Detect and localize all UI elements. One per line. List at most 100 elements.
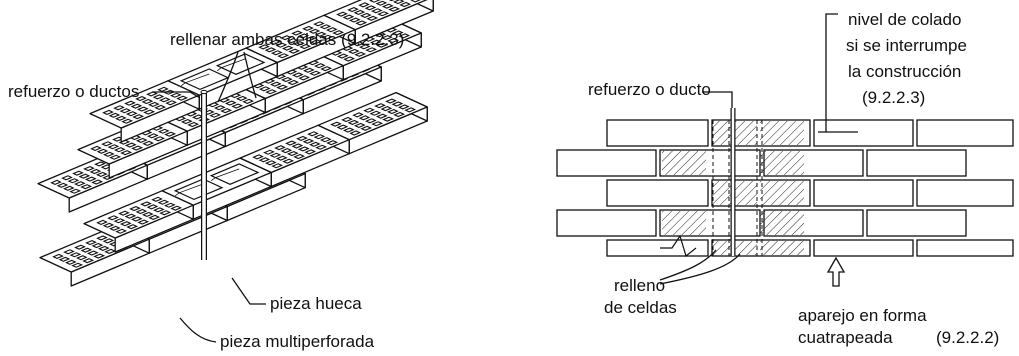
right-wall-elevation <box>556 108 1014 287</box>
multiperforated-block <box>245 14 356 78</box>
grouted-cell <box>760 181 804 205</box>
perforation-hole <box>96 235 108 241</box>
perforation-hole <box>319 24 332 30</box>
grouted-cell <box>760 121 804 145</box>
leader-reinforcement <box>152 91 201 99</box>
left-wall-isometric <box>37 0 434 287</box>
perforation-hole <box>125 111 138 117</box>
perforation-hole <box>271 163 284 169</box>
perforation-hole <box>101 141 113 147</box>
leader-pour-level <box>825 13 838 132</box>
perforation-hole <box>137 219 150 225</box>
grouted-cell <box>662 151 706 175</box>
perforation-hole <box>124 100 136 106</box>
brick-unit <box>813 179 914 207</box>
brick-unit <box>606 119 709 147</box>
perforation-hole <box>62 185 75 191</box>
perforation-hole <box>265 89 278 95</box>
perforation-hole <box>140 201 152 207</box>
label-reinforcement-ducts: refuerzo o ductos <box>8 82 140 101</box>
perforation-hole <box>388 6 401 12</box>
perforation-hole <box>80 184 93 190</box>
perforation-hole <box>119 108 132 114</box>
perforation-hole <box>74 244 86 250</box>
perforation-hole <box>89 168 102 175</box>
perforation-hole <box>235 95 248 102</box>
perforation-hole <box>146 133 159 139</box>
perforation-hole <box>124 213 137 219</box>
perforation-hole <box>148 214 161 220</box>
perforation-hole <box>293 153 306 160</box>
perforation-hole <box>391 30 404 36</box>
perforation-hole <box>118 210 130 216</box>
hollow-block <box>167 47 278 110</box>
perforation-hole <box>96 148 109 154</box>
perforation-hole <box>258 44 270 50</box>
perforation-hole <box>399 1 412 8</box>
perforation-hole <box>310 39 323 45</box>
perforation-hole <box>366 15 379 21</box>
perforation-hole <box>385 98 397 104</box>
brick-unit <box>916 179 1014 207</box>
perforation-hole <box>113 105 125 111</box>
perforation-hole <box>165 100 178 106</box>
perforation-hole <box>263 149 275 155</box>
perforation-hole <box>382 116 395 122</box>
perforation-hole <box>277 53 290 59</box>
perforation-hole <box>95 171 108 178</box>
perforation-hole <box>164 131 177 137</box>
brick-unit <box>606 239 709 257</box>
perforation-hole <box>291 30 303 36</box>
perforation-hole <box>80 247 93 253</box>
brick-unit <box>813 119 914 147</box>
perforation-hole <box>321 34 334 40</box>
perforation-hole <box>297 146 310 152</box>
perforation-hole <box>141 98 154 105</box>
perforation-hole <box>326 140 339 146</box>
label-bond-ref: (9.2.2.2) <box>936 328 1000 347</box>
perforation-hole <box>332 30 345 36</box>
perforation-hole <box>320 66 333 72</box>
perforation-hole <box>115 228 128 234</box>
perforation-hole <box>374 103 386 109</box>
bar-end <box>200 89 208 95</box>
perforation-hole <box>242 98 255 104</box>
perforation-hole <box>274 145 286 151</box>
perforation-hole <box>50 179 62 186</box>
perforation-hole <box>296 135 308 142</box>
perforation-hole <box>64 259 77 265</box>
leader-hollow <box>231 277 266 305</box>
perforation-hole <box>159 210 172 216</box>
perforation-hole <box>347 119 360 126</box>
perforation-hole <box>152 94 165 100</box>
perforation-hole <box>313 134 326 140</box>
perforation-hole <box>287 79 300 86</box>
perforation-hole <box>126 224 139 230</box>
perforation-hole <box>280 147 293 154</box>
perforation-hole <box>358 2 370 8</box>
perforation-hole <box>299 43 312 50</box>
perforation-hole <box>354 51 367 57</box>
up-arrow-icon <box>826 256 846 287</box>
perforation-hole <box>231 103 244 109</box>
perforation-hole <box>298 75 311 81</box>
perforation-hole <box>336 124 349 130</box>
perforation-hole <box>153 136 166 142</box>
perforation-hole <box>365 47 378 53</box>
cell-inner-edge <box>174 183 204 197</box>
label-reinforcement-duct: refuerzo o ducto <box>588 80 711 99</box>
perforation-hole <box>291 143 304 149</box>
cell-inner-edge <box>210 168 240 182</box>
perforation-hole <box>136 106 149 112</box>
perforation-hole <box>358 44 371 50</box>
perforation-hole <box>370 8 383 14</box>
perforation-hole <box>73 181 86 187</box>
leader-reinforcement-elev <box>702 91 733 108</box>
perforation-hole <box>141 211 154 218</box>
perforation-hole <box>360 125 373 131</box>
perforation-hole <box>102 109 114 116</box>
label-pour-level-ref: (9.2.2.3) <box>862 88 926 107</box>
perforation-hole <box>393 111 406 118</box>
leader-multiperforated <box>179 317 217 343</box>
perforation-hole <box>213 105 226 111</box>
